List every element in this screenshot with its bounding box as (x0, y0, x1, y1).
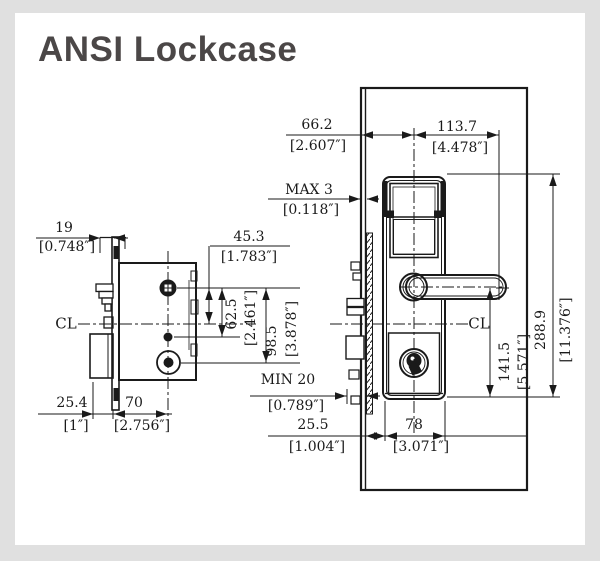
dim-plate-width-inch: [3.071″] (392, 439, 450, 455)
cl-label-side: CL (55, 314, 77, 333)
dim-centerline-to-inside-inch: [4.478″] (431, 140, 489, 156)
dim-faceplate-lip-inch: [0.748″] (38, 239, 96, 255)
dim-hub-to-cl-inch: [1.783″] (220, 249, 278, 265)
dim-backset-inch: [2.756″] (113, 418, 171, 434)
dim-max-projection-inch: [0.118″] (282, 202, 340, 218)
dim-hub-to-cylinder-mm: 98.5 (264, 325, 280, 357)
dim-hub-to-cl-mm: 45.3 (233, 229, 265, 245)
dim-plate-height-mm: 288.9 (533, 309, 549, 351)
dim-plate-width-mm: 78 (405, 417, 423, 433)
dim-min-door-edge-inch: [0.789″] (267, 398, 325, 414)
dim-cl-to-plate-bottom-mm: 141.5 (497, 341, 513, 383)
page-title: ANSI Lockcase (38, 30, 298, 69)
dim-max-projection-mm: MAX 3 (285, 182, 333, 198)
dim-min-door-edge-mm: MIN 20 (260, 372, 316, 388)
dim-backset-mm: 70 (125, 395, 143, 411)
cl-label-front: CL (468, 314, 490, 333)
dim-edge-to-centerline-inch: [2.607″] (289, 138, 347, 154)
dim-centerline-to-inside-mm: 113.7 (436, 119, 478, 135)
dim-faceplate-width-inch: [1″] (63, 418, 89, 434)
dim-faceplate-lip-mm: 19 (55, 220, 73, 236)
dim-plate-height-inch: [11.376″] (558, 297, 574, 363)
dim-cl-to-plate-bottom-inch: [5.571″] (516, 333, 532, 391)
dim-edge-to-plate-mm: 25.5 (297, 417, 329, 433)
dim-hub-to-cylinder-inch: [3.878″] (284, 300, 300, 358)
dim-hub-to-stop-mm: 62.5 (224, 298, 240, 330)
dim-hub-to-stop-inch: [2.461″] (243, 289, 259, 347)
dim-edge-to-centerline-mm: 66.2 (301, 117, 333, 133)
sheet-panel (15, 13, 585, 545)
dim-faceplate-width-mm: 25.4 (56, 395, 88, 411)
dim-edge-to-plate-inch: [1.004″] (288, 439, 346, 455)
